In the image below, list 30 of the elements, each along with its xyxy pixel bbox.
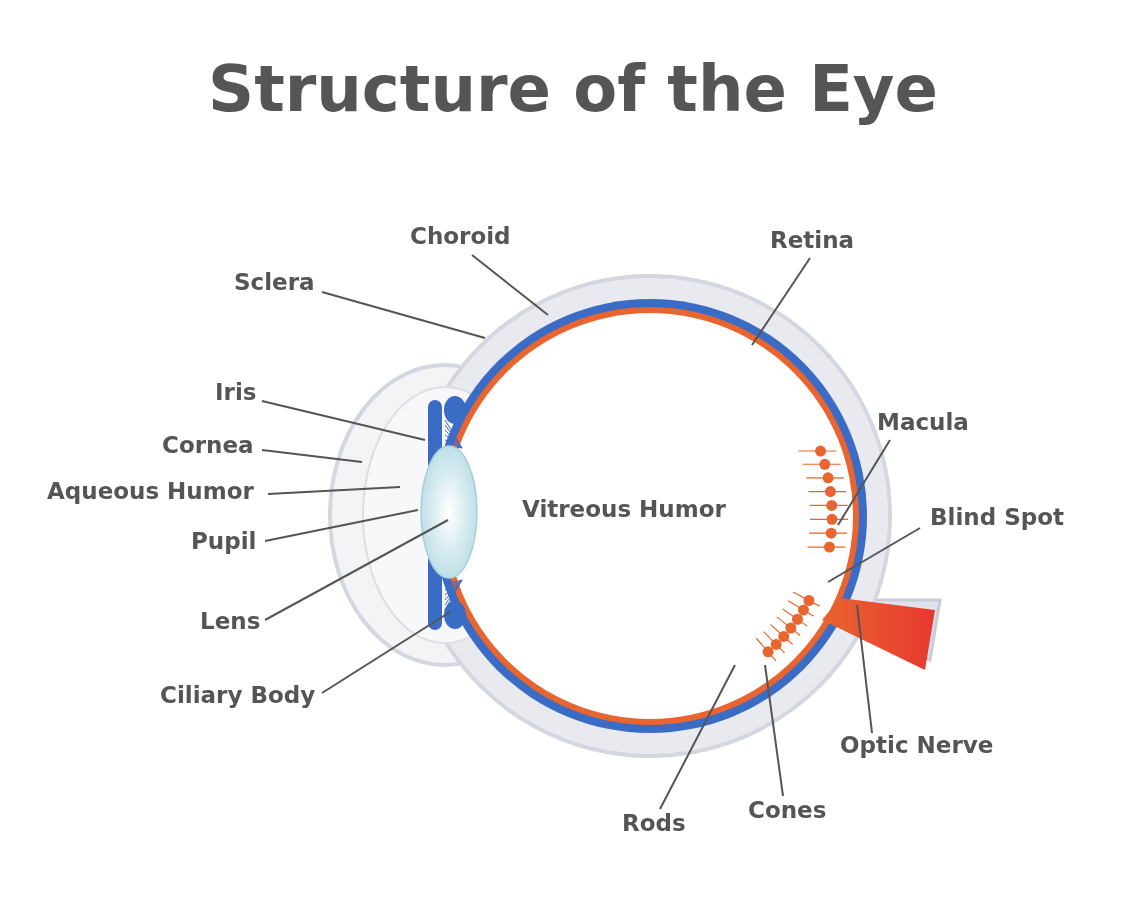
leader-line [764,664,784,797]
leader-line [471,254,549,316]
leader-line [321,611,451,694]
part-label: Pupil [191,529,257,555]
part-label: Aqueous Humor [47,479,254,505]
part-label: Retina [770,228,855,254]
part-label: Ciliary Body [160,683,316,709]
part-label: Sclera [234,270,315,296]
leader-line [264,509,419,542]
leader-line [261,400,426,441]
part-label: Choroid [410,224,511,250]
leader-line [856,604,873,734]
leader-line [827,527,921,583]
leader-line [267,486,401,495]
part-label: Cornea [162,433,254,459]
leader-line [264,519,449,621]
part-label: Cones [748,798,827,824]
part-label: Iris [215,380,257,406]
part-label: Macula [877,410,969,436]
part-label: Blind Spot [930,505,1064,531]
part-label: Vitreous Humor [522,497,726,523]
leader-line [837,439,891,526]
leader-line [321,291,486,339]
part-label: Rods [622,811,686,837]
part-label: Lens [200,609,261,635]
leader-line [659,664,736,810]
part-label: Optic Nerve [840,733,994,759]
leader-line [261,449,363,463]
leader-line [751,257,811,346]
title: Structure of the Eye [207,52,939,126]
